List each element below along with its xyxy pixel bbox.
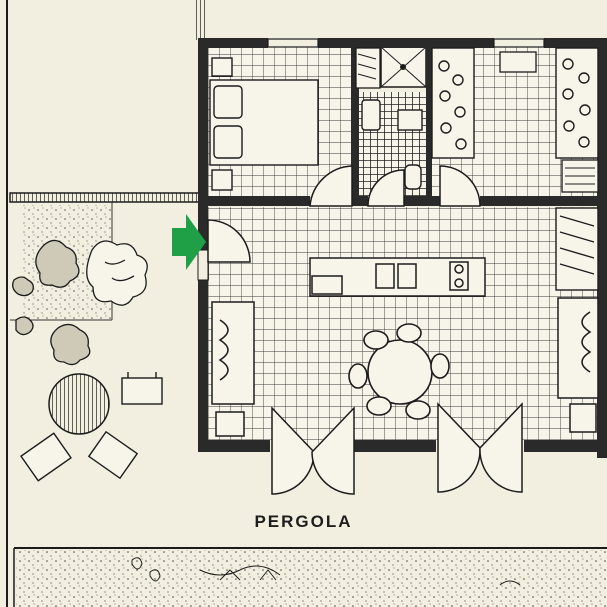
ground-plants xyxy=(131,557,521,586)
table-icon xyxy=(48,373,110,435)
ground-texture xyxy=(16,550,607,607)
chair-icon xyxy=(20,372,163,482)
pergola-label: PERGOLA xyxy=(254,512,353,531)
entry-arrow-icon xyxy=(172,214,206,270)
dining-set xyxy=(348,323,450,420)
bathroom-fixtures xyxy=(361,99,423,190)
door-swings xyxy=(207,165,481,263)
shrub-icon xyxy=(12,239,91,366)
bed-left xyxy=(209,57,319,191)
bed-right-2 xyxy=(555,47,599,159)
garden-wall xyxy=(196,0,206,40)
kitchen-counter xyxy=(309,257,486,297)
tree-icon xyxy=(86,240,148,306)
sofa-left xyxy=(211,301,255,437)
french-doors xyxy=(271,402,523,495)
sofa-right xyxy=(557,297,599,433)
shelf-right xyxy=(555,207,599,291)
garden-wall-bar xyxy=(9,192,201,203)
bed-right-1 xyxy=(431,47,475,159)
